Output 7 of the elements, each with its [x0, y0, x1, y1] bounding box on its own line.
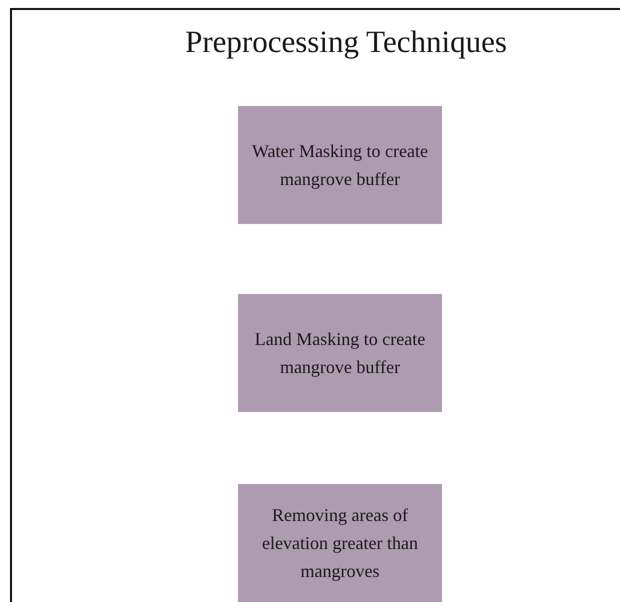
box-text: Removing areas of elevation greater than mangroves [261, 504, 419, 583]
process-box [238, 106, 442, 224]
box-text: Land Masking to create mangrove buffer [254, 328, 426, 379]
process-box [238, 294, 442, 412]
title: Preprocessing Techniques [184, 23, 508, 61]
process-box [238, 484, 442, 602]
box-text: Water Masking to create mangrove buffer [251, 140, 429, 191]
